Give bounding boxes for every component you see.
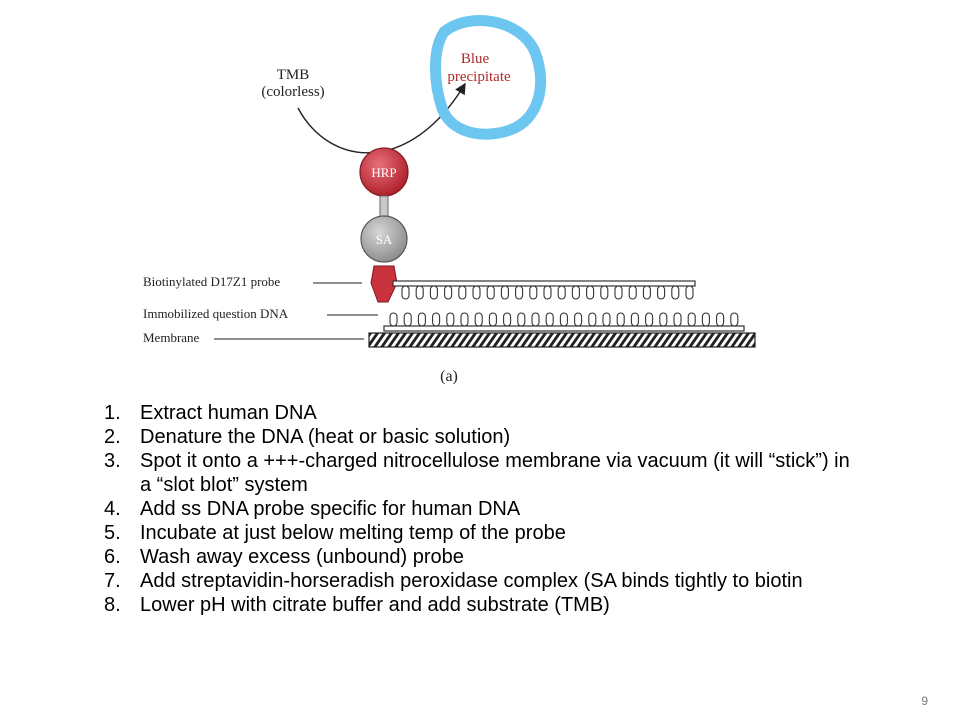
dna-base [586,285,595,300]
step-number: 8. [104,594,121,616]
target-dna-bases [389,312,739,327]
dna-base [701,312,710,327]
dna-base [730,312,739,327]
dna-base [432,312,441,327]
dna-base [571,285,580,300]
protocol-step: 2. Denature the DNA (heat or basic soluti… [104,425,864,449]
membrane-label: Membrane [143,330,200,345]
step-number: 2. [104,426,121,448]
step-number: 4. [104,498,121,520]
protocol-step: 6. Wash away excess (unbound) probe [104,545,864,569]
step-text: Lower pH with citrate buffer and add sub… [140,594,610,616]
dna-base [389,312,398,327]
blue-label: Blue [461,51,490,67]
dna-base [486,285,495,300]
dna-base [600,285,609,300]
dna-base [474,312,483,327]
dna-base [716,312,725,327]
protocol-step: 8. Lower pH with citrate buffer and add s… [104,593,864,617]
dna-base [602,312,611,327]
protocol-step: 7. Add streptavidin-horseradish peroxidas… [104,569,864,593]
dna-base [588,312,597,327]
slot-blot-diagram: TMB (colorless) Blue precipitate HRP SA … [143,15,756,385]
dna-base [687,312,696,327]
dna-base [446,312,455,327]
dna-base [559,312,568,327]
dna-base [673,312,682,327]
dna-base [671,285,680,300]
conjugate-linker [379,195,389,218]
dna-base [657,285,666,300]
step-text: Denature the DNA (heat or basic solution… [140,426,511,448]
protocol-step: 5. Incubate at just below melting temp of… [104,521,864,545]
step-number: 6. [104,546,121,568]
probe-strand [392,280,696,287]
dna-base [444,285,453,300]
dna-base [503,312,512,327]
dna-label: Immobilized question DNA [143,306,289,321]
step-text: Extract human DNA [140,402,317,424]
membrane [368,332,756,348]
panel-label: (a) [440,368,458,385]
dna-base [642,285,651,300]
step-text: Incubate at just below melting temp of t… [140,522,566,544]
dna-base [429,285,438,300]
tmb-colorless-label: (colorless) [261,84,324,100]
hrp-label: HRP [371,165,396,180]
dna-base [531,312,540,327]
dna-base [472,285,481,300]
dna-base [529,285,538,300]
step-text: Add streptavidin-horseradish peroxidase … [140,570,803,592]
dna-base [517,312,526,327]
probe-label: Biotinylated D17Z1 probe [143,274,280,289]
step-number: 1. [104,402,121,424]
dna-base [543,285,552,300]
dna-base [574,312,583,327]
page-number: 9 [921,694,928,708]
step-text: Spot it onto a +++-charged nitrocellulos… [140,450,850,496]
dna-base [500,285,509,300]
biotin-tag [370,265,398,303]
step-text: Wash away excess (unbound) probe [140,546,464,568]
dna-base [401,285,410,300]
dna-base [417,312,426,327]
dna-base [628,285,637,300]
dna-base [616,312,625,327]
dna-base [460,312,469,327]
probe-bases [401,285,694,300]
dna-base [415,285,424,300]
precipitate-label: precipitate [447,69,511,85]
dna-base [557,285,566,300]
protocol-steps-list: 1. Extract human DNA 2. Denature the DNA (h… [104,401,864,617]
step-number: 7. [104,570,121,592]
dna-base [488,312,497,327]
dna-base [659,312,668,327]
step-text: Add ss DNA probe specific for human DNA [140,498,521,520]
protocol-step: 4. Add ss DNA probe specific for human DN… [104,497,864,521]
dna-base [458,285,467,300]
dna-base [614,285,623,300]
step-number: 3. [104,450,121,472]
dna-base [630,312,639,327]
tmb-label: TMB [277,67,310,83]
dna-base [515,285,524,300]
protocol-step: 1. Extract human DNA [104,401,864,425]
dna-base [645,312,654,327]
streptavidin [360,215,408,263]
dna-base [545,312,554,327]
dna-base [685,285,694,300]
target-dna-strand [383,325,745,332]
sa-label: SA [376,232,393,247]
blue-highlight-circle [430,15,547,140]
dna-base [403,312,412,327]
protocol-step: 3. Spot it onto a +++-charged nitrocellul… [104,449,864,497]
step-number: 5. [104,522,121,544]
